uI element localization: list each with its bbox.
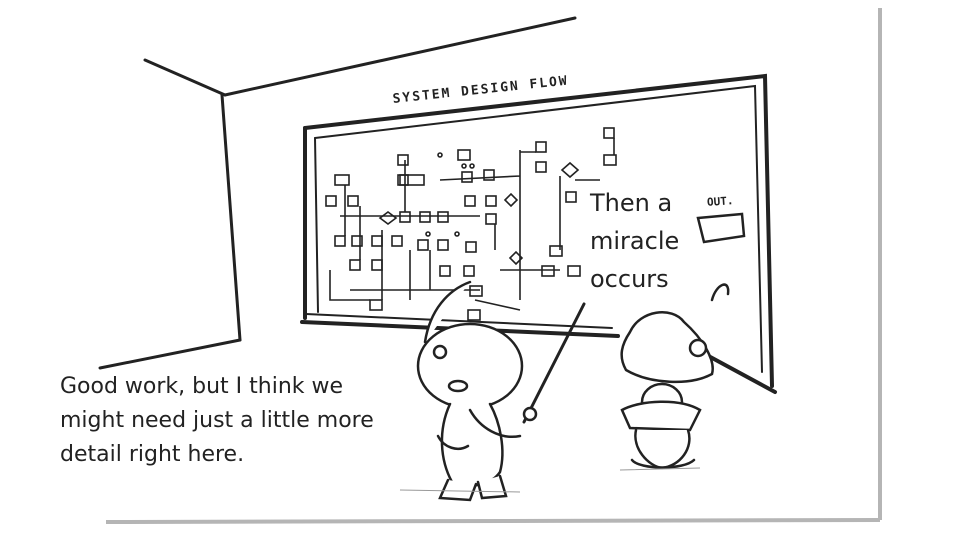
out-label: OUT. (706, 194, 734, 209)
speech-caption: Good work, but I think we might need jus… (60, 374, 374, 467)
out-box (696, 212, 746, 244)
miracle-caption: Then a miracle occurs (590, 189, 680, 293)
paper-shadow (105, 8, 882, 524)
pointing-character (416, 280, 586, 502)
listening-character (620, 283, 730, 470)
room-walls (98, 16, 577, 370)
floor-shading (399, 467, 701, 493)
flow-diagram-scribbles (325, 127, 617, 321)
